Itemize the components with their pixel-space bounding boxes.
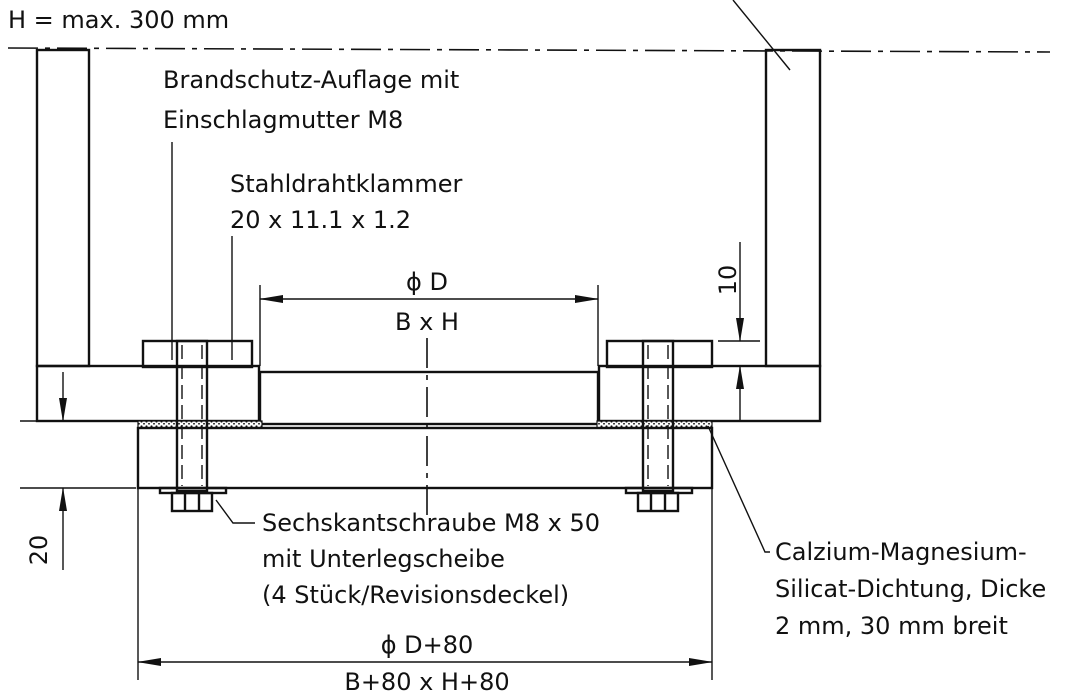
bolt-left <box>158 339 228 513</box>
clip-label-1: Stahldrahtklammer <box>230 170 462 198</box>
cover-plug <box>258 370 600 426</box>
height-note: H = max. 300 mm <box>8 6 229 34</box>
seal-label-3: 2 mm, 30 mm breit <box>775 612 1008 640</box>
clip-label-2: 20 x 11.1 x 1.2 <box>230 206 411 234</box>
leader-seal <box>707 425 770 553</box>
outer-rect-label: B+80 x H+80 <box>344 668 509 696</box>
top-centerline <box>7 47 1051 53</box>
cover-plate <box>136 426 714 490</box>
right-shaft-wall <box>764 48 822 368</box>
bolt-label-2: mit Unterlegscheibe <box>262 545 505 573</box>
left-shaft-wall <box>35 48 91 368</box>
outer-diameter-label: ϕ D+80 <box>381 631 474 659</box>
dim-20-label: 20 <box>25 535 53 566</box>
inner-diameter-label: ϕ D <box>406 268 448 296</box>
top-right-leader <box>732 0 791 71</box>
left-slab <box>35 364 261 423</box>
bolt-label-3: (4 Stück/Revisionsdeckel) <box>262 581 569 609</box>
dim-10-label: 10 <box>714 265 742 296</box>
leader-bolt <box>215 499 255 524</box>
fire-pad-left <box>141 339 254 369</box>
right-slab <box>597 364 822 423</box>
fire-pad-label-1: Brandschutz-Auflage mit <box>163 66 459 94</box>
seal-label-1: Calzium-Magnesium- <box>775 538 1027 566</box>
fire-pad-right <box>605 339 714 369</box>
seal-label-2: Silicat-Dichtung, Dicke <box>775 575 1046 603</box>
fire-pad-label-2: Einschlagmutter M8 <box>163 106 403 134</box>
bolt-label-1: Sechskantschraube M8 x 50 <box>262 509 600 537</box>
bolt-right <box>624 339 694 513</box>
inner-rect-label: B x H <box>395 308 459 336</box>
